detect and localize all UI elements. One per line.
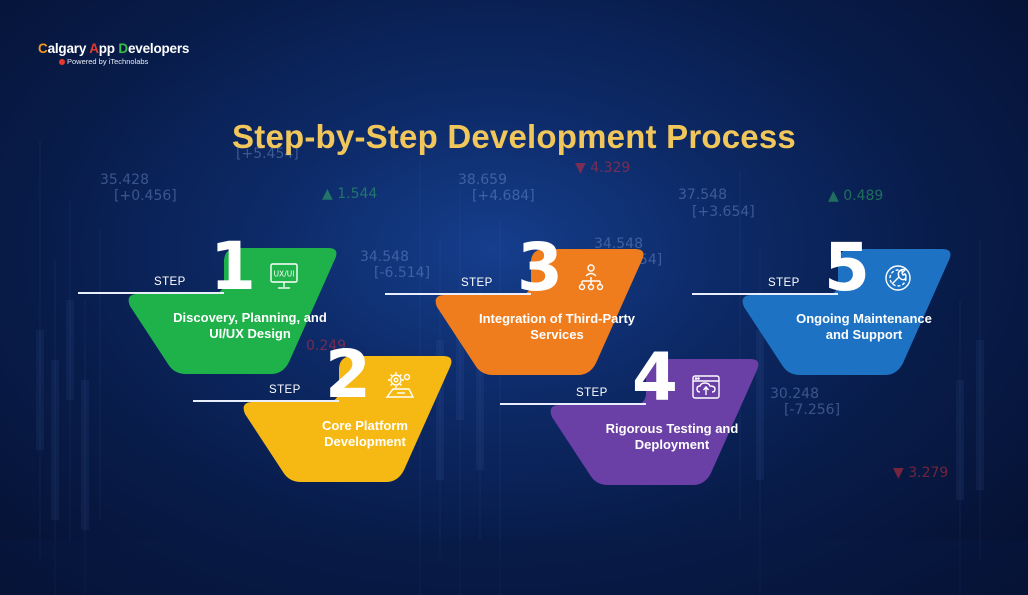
ticker-text: 35.428: [100, 172, 149, 188]
ticker-text: 37.548: [678, 187, 727, 203]
step-1-number: 1: [210, 228, 256, 305]
step-5-label: STEP: [768, 277, 800, 289]
ux-ui-monitor-icon: UX/UI: [268, 261, 300, 293]
step-3-number: 3: [517, 229, 563, 306]
ticker-text: 0.249: [306, 338, 347, 354]
step-1-caption: Discovery, Planning, and UI/UX Design: [173, 310, 327, 341]
step-1-card: STEP 1 UX/UI Discovery, Planning, and UI…: [78, 234, 348, 383]
ticker-text: 38.659: [458, 172, 507, 188]
integration-network-icon: [575, 262, 607, 294]
ticker-text: [+5.454]: [236, 146, 299, 162]
step-3-card: STEP 3 Integration of Third-Party Servic…: [385, 235, 655, 384]
step-5-line: [692, 293, 838, 295]
ticker-text: ▲ 0.489: [828, 188, 884, 204]
step-2-card: STEP 2 Core Platform Development: [193, 342, 463, 491]
step-2-label: STEP: [269, 384, 301, 396]
ticker-text: 30.248: [770, 386, 819, 402]
brand-logo[interactable]: Calgary App Developers Powered by iTechn…: [38, 41, 189, 66]
development-gears-icon: [383, 369, 415, 401]
cloud-deploy-icon: [690, 372, 722, 404]
step-1-label: STEP: [154, 276, 186, 288]
step-5-shape: [742, 249, 951, 375]
ticker-text: [+0.456]: [114, 188, 177, 204]
step-2-number: 2: [325, 336, 371, 413]
step-2-shape: [243, 356, 452, 482]
step-2-line: [193, 400, 339, 402]
brand-dot-icon: [59, 59, 65, 65]
page-title: Step-by-Step Development Process: [232, 118, 796, 155]
maintenance-wrench-icon: [882, 262, 914, 294]
ticker-text: [-7.256]: [784, 402, 841, 418]
step-4-card: STEP 4 Rigorous Testing and Deployment: [500, 345, 770, 494]
step-4-line: [500, 403, 646, 405]
step-3-caption: Integration of Third-Party Services: [479, 311, 635, 342]
ticker-text: [-6.514]: [374, 265, 431, 281]
ticker-text: 34.548: [360, 249, 409, 265]
ticker-text: ▲ 1.544: [322, 186, 378, 202]
ticker-text: ▼ 3.279: [893, 465, 949, 481]
step-4-caption: Rigorous Testing and Deployment: [605, 421, 739, 452]
svg-text:UX/UI: UX/UI: [274, 270, 295, 279]
brand-name: Calgary App Developers: [38, 41, 190, 56]
step-4-label: STEP: [576, 387, 608, 399]
step-5-number: 5: [824, 229, 870, 306]
step-3-label: STEP: [461, 277, 493, 289]
step-4-number: 4: [632, 339, 678, 416]
step-5-caption: Ongoing Maintenance and Support: [796, 311, 932, 342]
step-1-line: [78, 292, 224, 294]
brand-tagline: Powered by iTechnolabs: [38, 57, 189, 66]
ticker-text: 34.548: [594, 236, 643, 252]
step-2-caption: Core Platform Development: [322, 418, 408, 449]
step-5-card: STEP 5 Ongoing Maintenance and Support: [692, 235, 962, 384]
ticker-text: [+3.654]: [692, 204, 755, 220]
step-3-line: [385, 293, 531, 295]
ticker-text: [+4.684]: [472, 188, 535, 204]
step-1-shape: [128, 248, 337, 374]
ticker-text: ▼ 4.329: [575, 160, 631, 176]
